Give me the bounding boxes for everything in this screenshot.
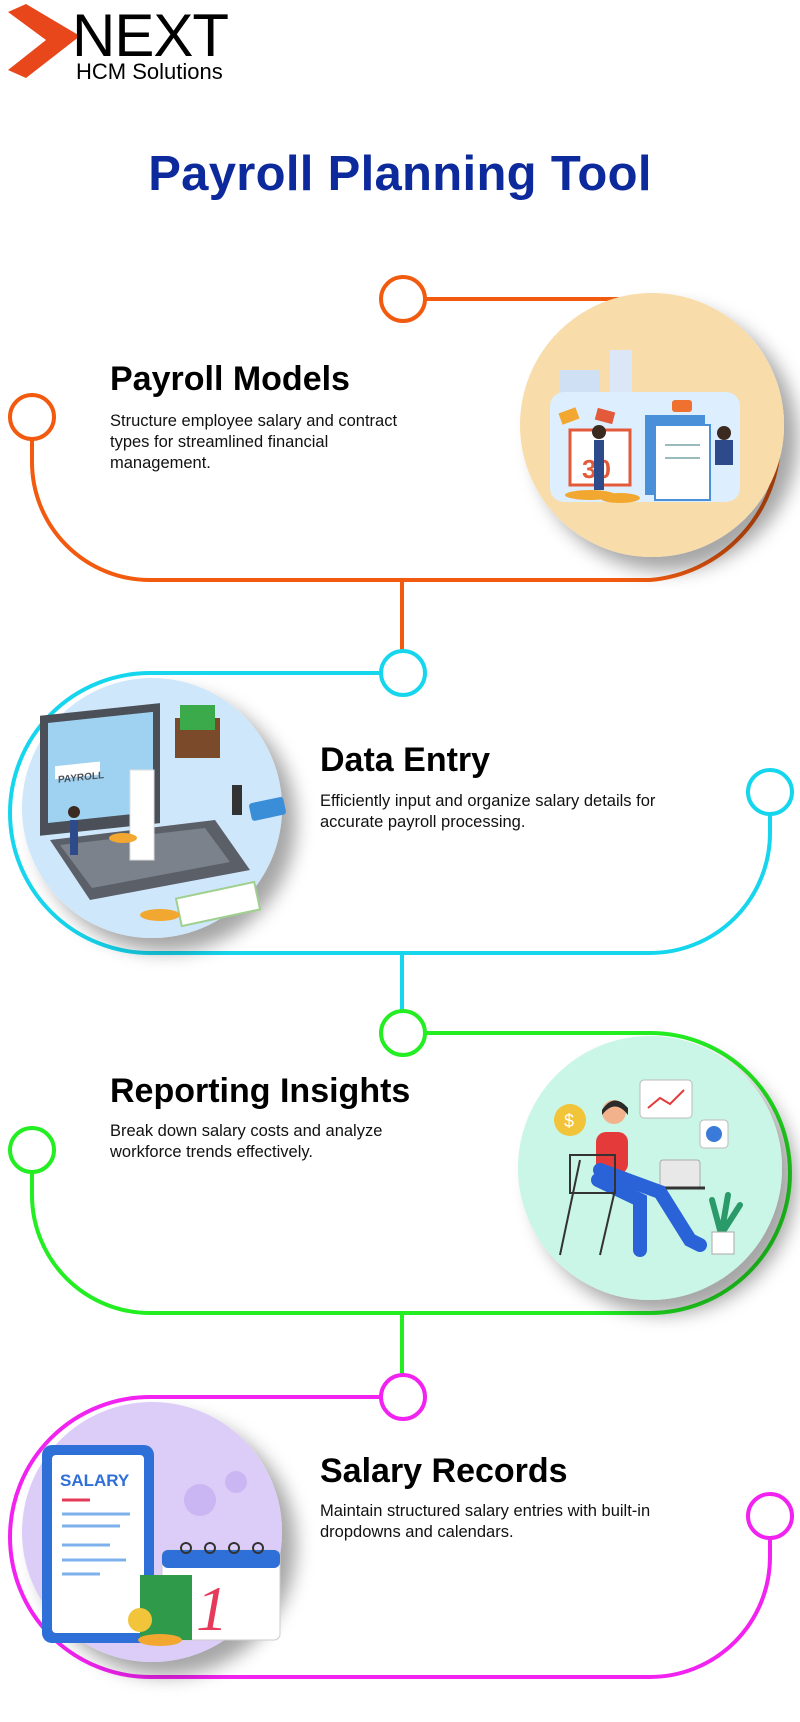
step-4-description: Maintain structured salary entries with … [320,1502,651,1541]
step-1-node-top [379,275,427,323]
page-title: Payroll Planning Tool [148,147,652,201]
brand-tagline: HCM Solutions [76,59,223,84]
step-1-description: Structure employee salary and contract t… [110,412,398,472]
step-3-track [8,1009,792,1315]
step-3-heading: Reporting Insights [110,1072,411,1110]
svg-text:$: $ [564,1111,574,1131]
step-3-description: Break down salary costs and analyze work… [110,1122,383,1161]
step-1-heading: Payroll Models [110,360,350,398]
step-4-heading: Salary Records [320,1452,568,1490]
step-4-illustration: SALARY 1 [22,1402,282,1662]
step-2-description: Efficiently input and organize salary de… [320,792,656,831]
step-4-node-right [746,1492,794,1540]
step-2-node-right [746,768,794,816]
step-3-node-top [379,1009,427,1057]
step-4-node-top [379,1373,427,1421]
step-2-track [8,649,794,955]
step-2-heading: Data Entry [320,741,491,779]
step-3-node-left [8,1126,56,1174]
step-2-illustration: PAYROLL [22,678,286,938]
step-1-node-left [8,393,56,441]
next-logo-chevron [8,4,80,78]
step-3-illustration: $ [518,1036,782,1300]
salary-doc-label: SALARY [60,1471,130,1490]
step-2-node-top [379,649,427,697]
brand-name: NEXT [72,2,229,69]
payroll-screen-label: PAYROLL [58,770,104,786]
calendar-day: 1 [196,1573,228,1644]
step-1-illustration: 30 [520,293,784,557]
